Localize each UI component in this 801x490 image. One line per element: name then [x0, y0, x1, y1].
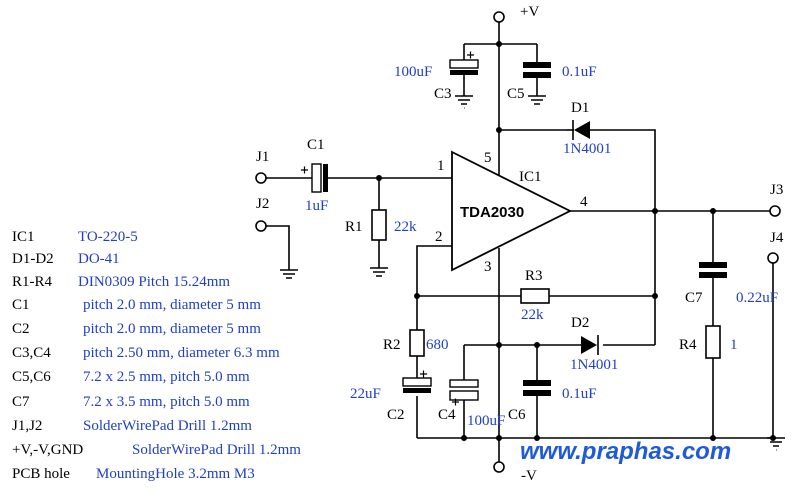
resistor-r2: [409, 329, 425, 357]
capacitor-c6: [523, 380, 551, 396]
bom-ref: C5,C6: [12, 369, 51, 385]
r3-ref: R3: [525, 268, 543, 284]
capacitor-c1: [301, 163, 328, 193]
c7-value: 0.22uF: [736, 290, 778, 306]
v-plus-label: +V: [520, 4, 539, 20]
bom-package: DO-41: [78, 251, 120, 267]
bom-ref: C1: [12, 297, 30, 313]
terminals: [255, 11, 781, 473]
c4-ref: C4: [438, 407, 456, 423]
bom-ref: IC1: [12, 229, 35, 245]
bom-package: 7.2 x 2.5 mm, pitch 5.0 mm: [83, 369, 250, 385]
c1-ref: C1: [307, 137, 325, 153]
capacitor-c3: [449, 51, 479, 96]
bom-ref: R1-R4: [12, 274, 53, 290]
bom-ref: J1,J2: [12, 418, 43, 434]
terminal-j4: [767, 252, 779, 264]
bom-package: TO-220-5: [78, 229, 138, 245]
j3-label: J3: [770, 182, 783, 198]
c2-value: 22uF: [350, 386, 381, 402]
bom-ref: D1-D2: [12, 251, 54, 267]
r1-value: 22k: [394, 219, 417, 235]
amplifier-triangle: [451, 150, 573, 272]
bom-package: DIN0309 Pitch 15.24mm: [78, 274, 231, 290]
junction-dots: [376, 41, 776, 441]
bom-ref: C2: [12, 321, 30, 337]
bom-package: SolderWirePad Drill 1.2mm: [83, 418, 252, 434]
wires: [266, 22, 776, 462]
capacitor-c4: [449, 379, 479, 406]
bom-package: 7.2 x 3.5 mm, pitch 5.0 mm: [83, 394, 250, 410]
c1-value: 1uF: [305, 198, 328, 214]
d2-ref: D2: [571, 315, 589, 331]
ground-symbols: [280, 95, 785, 451]
terminal-j2: [255, 220, 267, 232]
resistor-r1: [371, 209, 387, 241]
ic-part-label: TDA2030: [460, 204, 524, 221]
bom-package: pitch 2.50 mm, diameter 6.3 mm: [83, 345, 280, 361]
diode-d2: [581, 335, 599, 355]
terminal-v-plus: [493, 11, 505, 23]
capacitor-c5: [523, 62, 551, 96]
terminal-j1: [255, 172, 267, 184]
d1-value: 1N4001: [563, 141, 611, 157]
j1-label: J1: [256, 149, 269, 165]
terminal-v-minus: [493, 461, 505, 473]
c3-value: 100uF: [394, 64, 432, 80]
r2-value: 680: [426, 337, 449, 353]
c5-value: 0.1uF: [562, 64, 597, 80]
v-minus-label: -V: [521, 468, 537, 484]
bom-package: pitch 2.0 mm, diameter 5 mm: [83, 297, 261, 313]
c4-value: 100uF: [467, 413, 505, 429]
watermark: www.praphas.com: [520, 438, 731, 465]
c3-ref: C3: [434, 86, 452, 102]
c6-ref: C6: [508, 407, 526, 423]
capacitor-c7: [699, 262, 727, 278]
r2-ref: R2: [383, 337, 401, 353]
pin2-label: 2: [435, 229, 443, 245]
capacitor-c2: [402, 370, 432, 393]
terminal-j3: [769, 205, 781, 217]
c6-value: 0.1uF: [562, 386, 597, 402]
d1-ref: D1: [571, 100, 589, 116]
pin5-label: 5: [484, 150, 492, 166]
c5-ref: C5: [507, 86, 525, 102]
ic-ref-label: IC1: [519, 169, 542, 185]
r3-value: 22k: [521, 307, 544, 323]
bom-ref: PCB hole: [12, 466, 70, 482]
bom-ref: C3,C4: [12, 345, 51, 361]
pin3-label: 3: [484, 259, 492, 275]
pin1-label: 1: [437, 158, 445, 174]
resistor-r3: [520, 288, 550, 304]
bom-package: pitch 2.0 mm, diameter 5 mm: [83, 321, 261, 337]
r4-ref: R4: [679, 337, 697, 353]
c2-ref: C2: [387, 407, 405, 423]
c7-ref: C7: [685, 290, 703, 306]
d2-value: 1N4001: [570, 357, 618, 373]
bom-ref: C7: [12, 394, 30, 410]
r4-value: 1: [730, 337, 738, 353]
diode-d1: [566, 120, 590, 140]
j2-label: J2: [256, 196, 269, 212]
bom-ref: +V,-V,GND: [12, 442, 84, 458]
resistor-r4: [705, 325, 721, 359]
bom-package: MountingHole 3.2mm M3: [96, 466, 255, 482]
pin4-label: 4: [580, 194, 588, 210]
j4-label: J4: [770, 230, 784, 246]
r1-ref: R1: [345, 219, 363, 235]
bom-package: SolderWirePad Drill 1.2mm: [132, 442, 301, 458]
